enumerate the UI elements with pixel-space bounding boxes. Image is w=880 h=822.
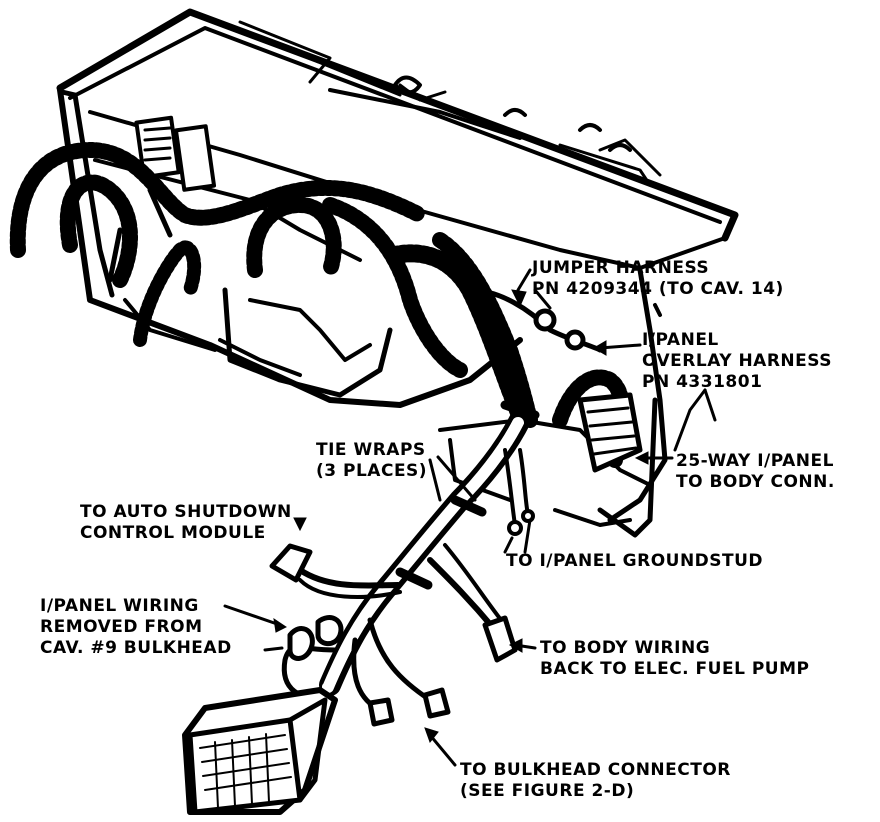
label-ipanel-wiring: I/PANEL WIRING REMOVED FROM CAV. #9 BULK… (40, 596, 232, 659)
label-ipanel-wiring-line-3: CAV. #9 BULKHEAD (40, 638, 232, 658)
label-auto-shutdown: TO AUTO SHUTDOWN CONTROL MODULE (80, 502, 292, 544)
label-ipanel-wiring-line-2: REMOVED FROM (40, 617, 203, 637)
label-body-wiring-line-2: BACK TO ELEC. FUEL PUMP (540, 659, 810, 679)
label-ipanel-overlay-line-3: PN 4331801 (642, 372, 763, 392)
label-body-wiring-line-1: TO BODY WIRING (540, 638, 711, 658)
leader-lines (223, 268, 717, 767)
label-auto-shutdown-line-2: CONTROL MODULE (80, 523, 266, 543)
label-ipanel-overlay-line-1: I/PANEL (642, 330, 719, 350)
label-groundstud-line-1: TO I/PANEL GROUNDSTUD (506, 551, 764, 571)
label-bulkhead-line-1: TO BULKHEAD CONNECTOR (460, 760, 731, 780)
label-ipanel-overlay-harness: I/PANEL OVERLAY HARNESS PN 4331801 (642, 330, 832, 393)
label-groundstud: TO I/PANEL GROUNDSTUD (506, 551, 763, 572)
label-auto-shutdown-line-1: TO AUTO SHUTDOWN (80, 502, 292, 522)
harness-bundle (281, 287, 603, 713)
label-25-way-line-2: TO BODY CONN. (676, 472, 835, 492)
label-25-way-line-1: 25-WAY I/PANEL (676, 451, 834, 471)
label-jumper-harness-line-1: JUMPER HARNESS (532, 258, 710, 278)
connectors (182, 392, 643, 815)
label-jumper-harness: JUMPER HARNESS PN 4209344 (TO CAV. 14) (532, 258, 784, 300)
label-bulkhead-connector: TO BULKHEAD CONNECTOR (SEE FIGURE 2-D) (460, 760, 731, 802)
label-jumper-harness-line-2: PN 4209344 (TO CAV. 14) (532, 279, 784, 299)
label-ipanel-overlay-line-2: OVERLAY HARNESS (642, 351, 832, 371)
instrument-panel (56, 8, 739, 538)
label-tie-wraps: TIE WRAPS (3 PLACES) (316, 440, 427, 482)
label-ipanel-wiring-line-1: I/PANEL WIRING (40, 596, 199, 616)
label-bulkhead-line-2: (SEE FIGURE 2-D) (460, 781, 635, 801)
label-body-wiring: TO BODY WIRING BACK TO ELEC. FUEL PUMP (540, 638, 809, 680)
label-tie-wraps-line-1: TIE WRAPS (316, 440, 426, 460)
label-tie-wraps-line-2: (3 PLACES) (316, 461, 428, 481)
label-25-way-ipanel: 25-WAY I/PANEL TO BODY CONN. (676, 451, 835, 493)
